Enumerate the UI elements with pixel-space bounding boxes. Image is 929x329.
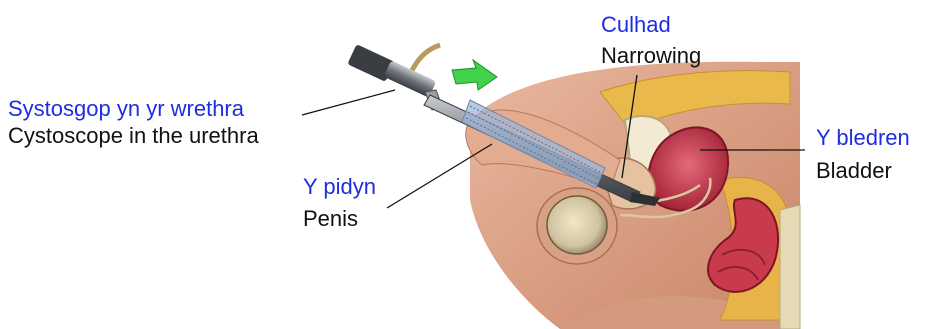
narrowing-label-welsh: Culhad	[601, 12, 671, 38]
spine	[780, 205, 800, 329]
cystoscope-label-english: Cystoscope in the urethra	[8, 123, 259, 149]
penis-label-welsh: Y pidyn	[303, 174, 376, 200]
narrowing-label-english: Narrowing	[601, 43, 701, 69]
bladder-label-english: Bladder	[816, 158, 892, 184]
bladder-label-welsh: Y bledren	[816, 125, 910, 151]
cystoscope-label-welsh: Systosgop yn yr wrethra	[8, 96, 244, 122]
leader-cystoscope	[302, 90, 395, 115]
penis-label-english: Penis	[303, 206, 358, 232]
testis	[547, 196, 607, 254]
insertion-arrow-icon	[452, 60, 497, 90]
